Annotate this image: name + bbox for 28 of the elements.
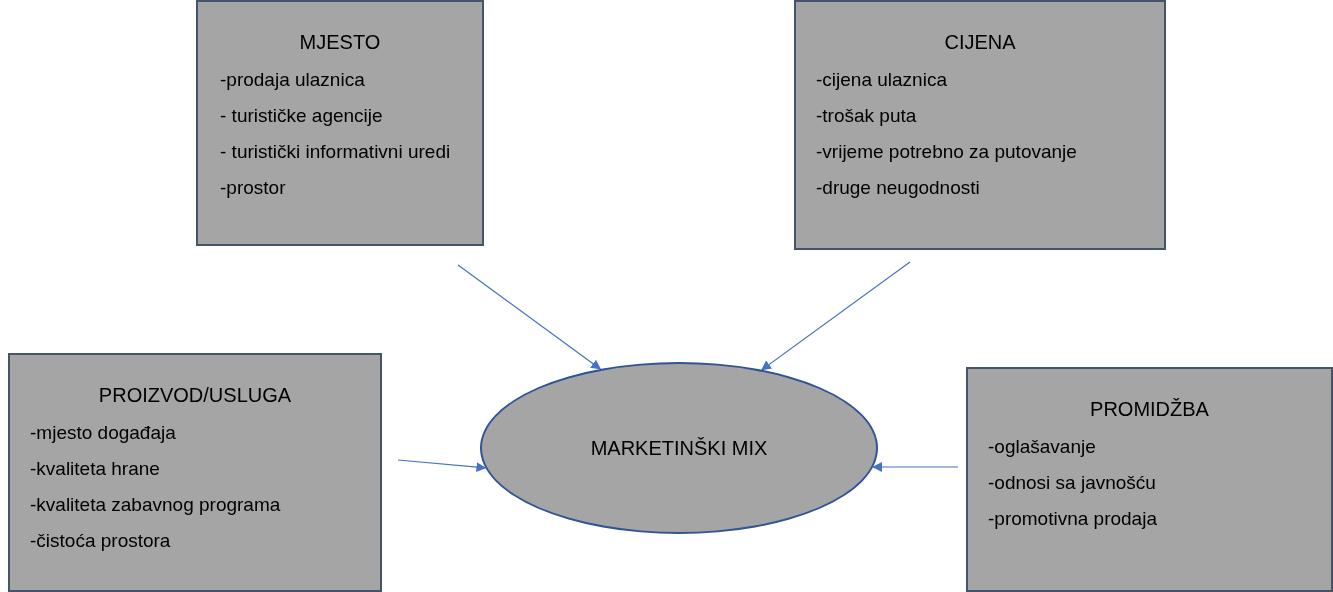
category-box (794, 0, 1166, 250)
list-item: -druge neugodnosti (816, 176, 980, 200)
box-heading: PROMIDŽBA (1090, 397, 1209, 422)
box-heading: CIJENA (944, 30, 1016, 55)
box-heading: PROIZVOD/USLUGA (98, 383, 292, 408)
list-item: -kvaliteta zabavnog programa (30, 493, 281, 517)
category-box (966, 367, 1333, 592)
list-item: -prodaja ulaznica (220, 68, 365, 92)
list-item: -promotivna prodaja (988, 507, 1157, 531)
box-heading: MJESTO (299, 30, 381, 55)
list-item: -kvaliteta hrane (30, 457, 160, 481)
category-box (196, 0, 484, 246)
arrow (457, 264, 602, 370)
list-item: - turistički informativni uredi (220, 140, 451, 164)
list-item: -oglašavanje (988, 435, 1096, 459)
list-item: -mjesto događaja (30, 421, 176, 445)
category-box (8, 353, 382, 592)
list-item: - turističke agencije (220, 104, 383, 128)
list-item: -prostor (220, 176, 286, 200)
list-item: -trošak puta (816, 104, 917, 128)
arrow (872, 462, 959, 472)
list-item: -odnosi sa javnošću (988, 471, 1156, 495)
list-item: -cijena ulaznica (816, 68, 947, 92)
arrow (760, 261, 911, 371)
arrow (397, 459, 487, 473)
list-item: -čistoća prostora (30, 529, 171, 553)
list-item: -vrijeme potrebno za putovanje (816, 140, 1077, 164)
ellipse-label: MARKETINŠKI MIX (590, 436, 768, 461)
